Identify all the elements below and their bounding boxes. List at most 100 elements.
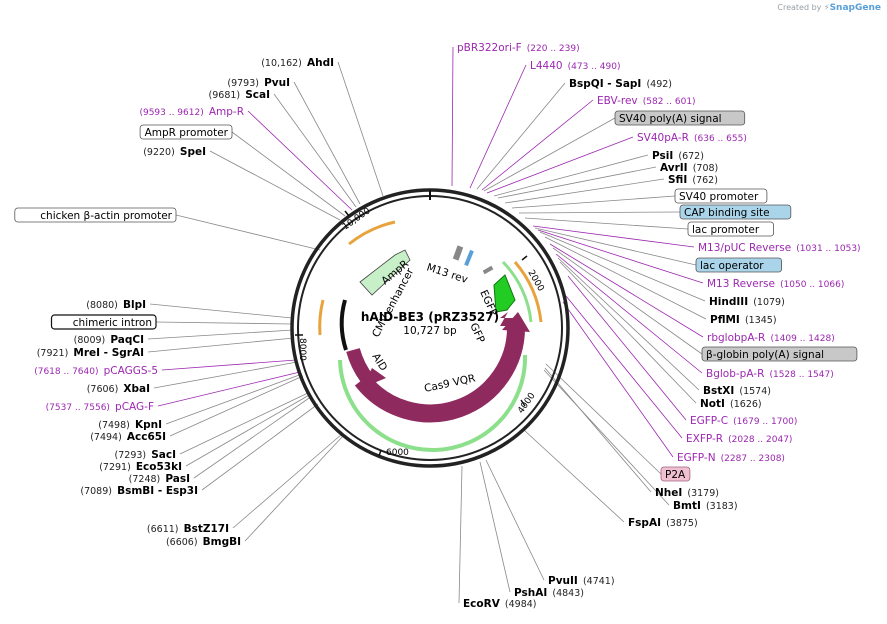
leader-line — [485, 459, 545, 581]
leader-line — [232, 433, 343, 529]
site-label-text: (7494) Acc65I — [90, 425, 166, 444]
site-name: SpeI — [180, 146, 206, 158]
site-label: (7291) Eco53kI — [99, 461, 182, 473]
site-label-text: SfiI (762) — [668, 168, 718, 187]
lac-marker — [464, 249, 474, 267]
site-position: (220 .. 239) — [527, 44, 580, 54]
site-name: rbglobpA-R — [707, 332, 765, 344]
feature-box — [679, 204, 792, 220]
site-position: (6606) — [166, 537, 198, 548]
site-position: (2287 .. 2308) — [721, 454, 785, 464]
site-label-text: EcoRV (4984) — [463, 592, 537, 611]
site-position: (582 .. 601) — [643, 97, 696, 107]
site-position: (9593 .. 9612) — [139, 108, 203, 118]
leader-line — [532, 225, 695, 248]
leader-line — [557, 257, 700, 391]
site-name: M13/pUC Reverse — [698, 242, 791, 254]
site-label: CAP binding site — [679, 204, 792, 220]
site-position: (7089) — [80, 486, 112, 497]
site-position: (9793) — [227, 78, 259, 89]
site-name: BspQI - SapI — [569, 78, 641, 90]
site-label-text: rbglobpA-R (1409 .. 1428) — [707, 326, 835, 345]
site-label: NheI (3179) — [655, 487, 719, 499]
site-label: (7089) BsmBI - Esp3I — [80, 485, 198, 497]
snapgene-logo-icon: ⚡ — [823, 3, 830, 12]
site-label-text: NotI (1626) — [700, 392, 762, 411]
site-label-text: HindIII (1079) — [709, 290, 785, 309]
leader-line — [534, 227, 697, 266]
label-gfp: GFP — [467, 321, 487, 345]
site-name: SV40pA-R — [637, 132, 689, 144]
site-name: HindIII — [709, 296, 748, 308]
site-name: PshAI — [514, 587, 547, 599]
site-label: EcoRV (4984) — [463, 592, 537, 611]
site-label-text: EGFP-N (2287 .. 2308) — [677, 446, 785, 465]
site-name: ScaI — [245, 89, 270, 101]
site-label-text: (9220) SpeI — [143, 140, 206, 159]
leader-line — [567, 275, 687, 421]
site-label: chicken β-actin promoter — [14, 207, 177, 223]
leader-line — [175, 214, 321, 251]
site-name: Amp-R — [209, 106, 244, 118]
site-name: EGFP-N — [677, 452, 716, 464]
site-name: Acc65I — [127, 431, 166, 443]
site-label-text: (7618 .. 7640) pCAGGS-5 — [34, 359, 158, 378]
leader-line — [458, 465, 463, 604]
site-position: (1626) — [730, 399, 762, 410]
features — [318, 220, 543, 453]
leader-line — [209, 150, 341, 221]
site-name: FspAI — [628, 517, 661, 529]
site-position: (9681) — [209, 90, 241, 101]
site-position: (9220) — [143, 147, 175, 158]
site-label-text: BspQI - SapI (492) — [569, 72, 672, 91]
site-label: (7618 .. 7640) pCAGGS-5 — [34, 359, 158, 378]
site-position: (4843) — [552, 588, 584, 599]
leader-line — [504, 178, 665, 204]
leader-line — [479, 461, 511, 593]
site-name: AhdI — [307, 57, 334, 69]
site-position: (7494) — [90, 432, 122, 443]
site-label: (7498) KpnI — [98, 419, 162, 431]
site-label-text: (7537 .. 7556) pCAG-F — [46, 395, 154, 414]
site-label-text: CAP binding site — [684, 207, 770, 219]
site-position: (1528 .. 1547) — [769, 370, 833, 380]
cas9-vqr-arc — [354, 324, 526, 423]
site-position: (3875) — [666, 518, 698, 529]
site-label: (9681) ScaI — [209, 89, 270, 101]
leader-line — [486, 136, 634, 194]
site-name: PvuII — [548, 575, 578, 587]
ampr-arrow — [359, 249, 411, 296]
site-label: EGFP-C (1679 .. 1700) — [690, 415, 797, 427]
leader-line — [544, 236, 707, 320]
tick-4000 — [520, 399, 526, 407]
site-label: SV40 promoter — [674, 188, 768, 204]
plasmid-name: hAID-BE3 (pRZ3527) — [361, 310, 499, 324]
leader-line — [165, 373, 303, 425]
leader-line — [193, 395, 313, 479]
site-label: pBR322ori-F (220 .. 239) — [457, 42, 580, 54]
leader-line — [293, 81, 361, 205]
site-label: (7248) PasI — [129, 473, 190, 485]
site-position: (4741) — [583, 576, 615, 587]
leader-line — [543, 369, 670, 506]
site-label: chimeric intron — [50, 314, 157, 330]
site-label-text: (8009) PaqCI — [74, 328, 144, 347]
site-label-text: β-globin poly(A) signal — [706, 349, 824, 361]
site-name: PasI — [165, 473, 190, 485]
site-name: SacI — [151, 449, 176, 461]
orange-arc-right — [513, 261, 543, 323]
site-label-text: PsiI (672) — [652, 144, 704, 163]
feature-box — [50, 314, 157, 330]
site-label: BmtI (3183) — [673, 500, 738, 512]
aid-arrowhead — [362, 368, 386, 388]
feature-box — [614, 110, 746, 126]
site-label: EBV-rev (582 .. 601) — [597, 95, 696, 107]
site-name: KpnI — [135, 419, 162, 431]
site-position: (1345) — [745, 315, 777, 326]
leader-line — [524, 217, 689, 230]
leader-line — [231, 131, 346, 217]
site-name: PaqCI — [110, 334, 144, 346]
site-label-text: (6606) BmgBI — [166, 530, 241, 549]
site-name: BstXI — [703, 385, 734, 397]
